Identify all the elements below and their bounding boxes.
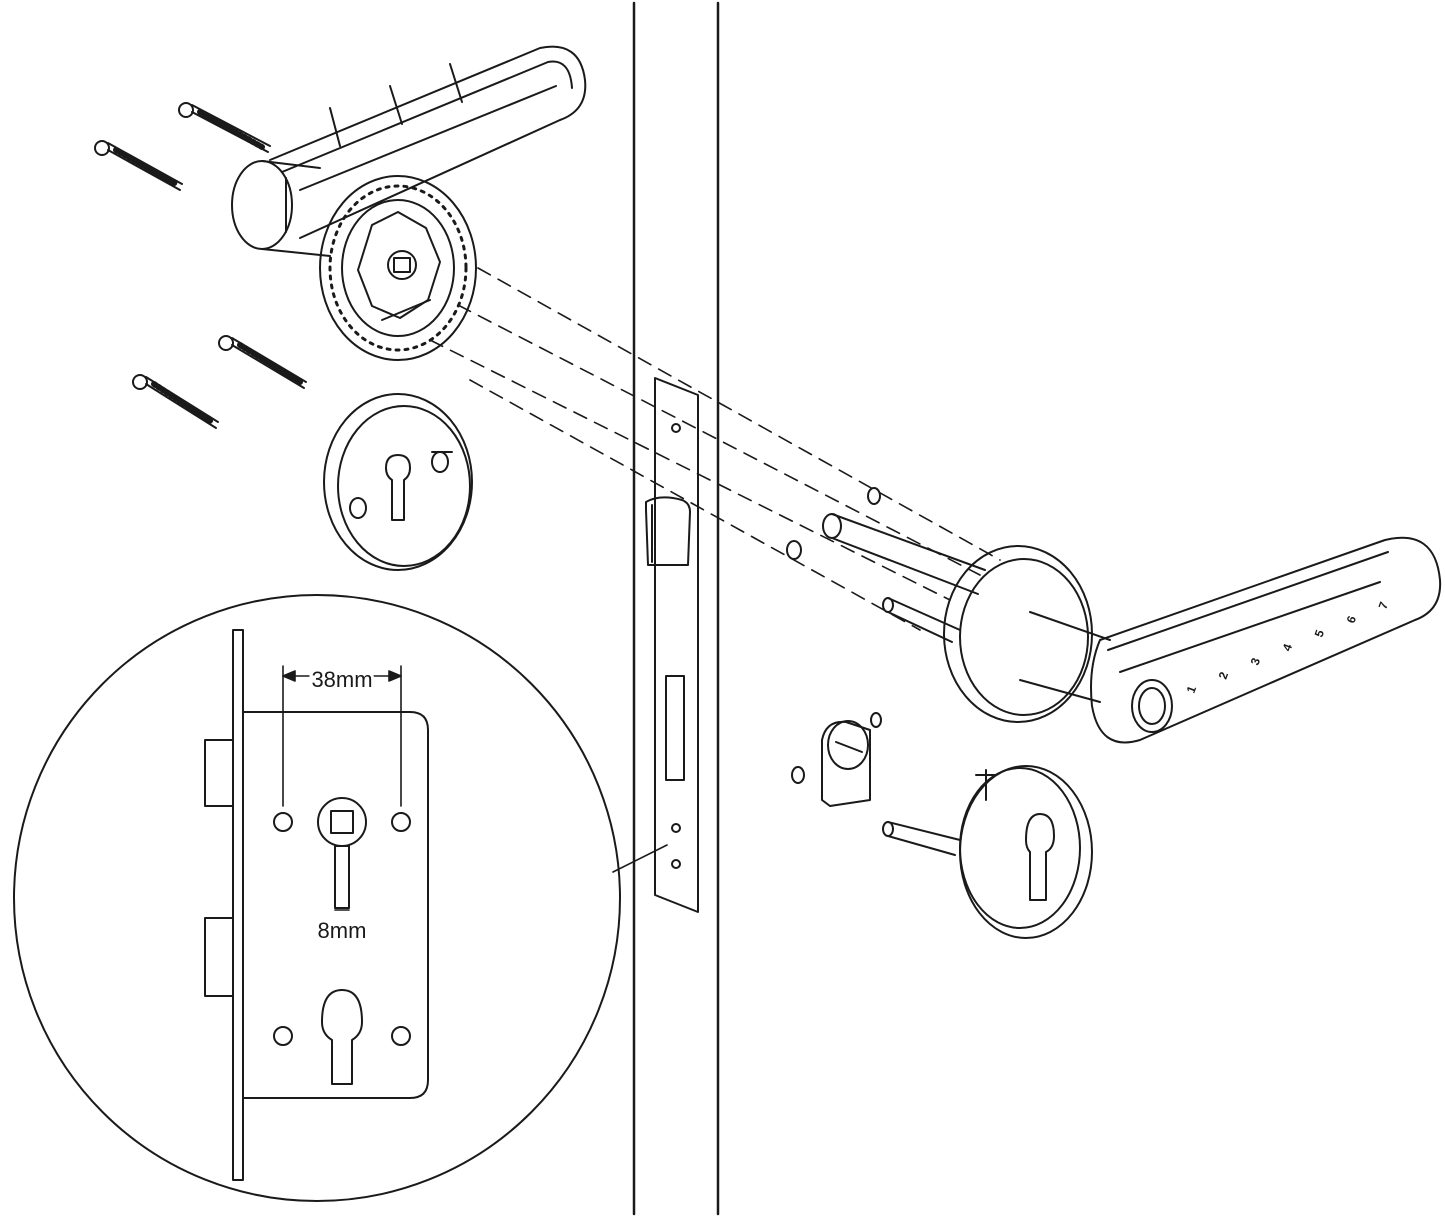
rear-cylinder-escutcheon [323,393,473,571]
keypad-digit-4: 4 [1280,642,1296,653]
keypad-digit-5: 5 [1312,628,1328,639]
keypad-digit-7: 7 [1376,600,1392,611]
keypad-digit-3: 3 [1248,656,1264,667]
alignment-lines [429,267,1001,631]
backset-dimension-label: 38mm [311,667,372,692]
door-edge [632,1,720,1216]
rear-rose-plate [319,175,477,361]
spindle-and-posts [786,487,986,643]
mounting-screws [94,102,307,429]
spindle-dimension-label: 8mm [318,918,367,943]
keypad-digit-2: 2 [1216,670,1232,681]
euro-cylinder [791,712,882,807]
detail-callout [13,594,668,1202]
mortise-lock-detail [204,629,429,1181]
keypad-digit-1: 1 [1184,684,1200,695]
dimension-lines [282,665,402,911]
front-cylinder-escutcheon [882,765,1093,939]
mortise-faceplate [645,377,699,913]
rear-lever-handle [231,45,587,257]
front-lever-handle [943,536,1442,744]
keypad-digits: 1 2 3 4 5 6 7 [1184,600,1392,695]
keypad-digit-6: 6 [1344,614,1360,625]
